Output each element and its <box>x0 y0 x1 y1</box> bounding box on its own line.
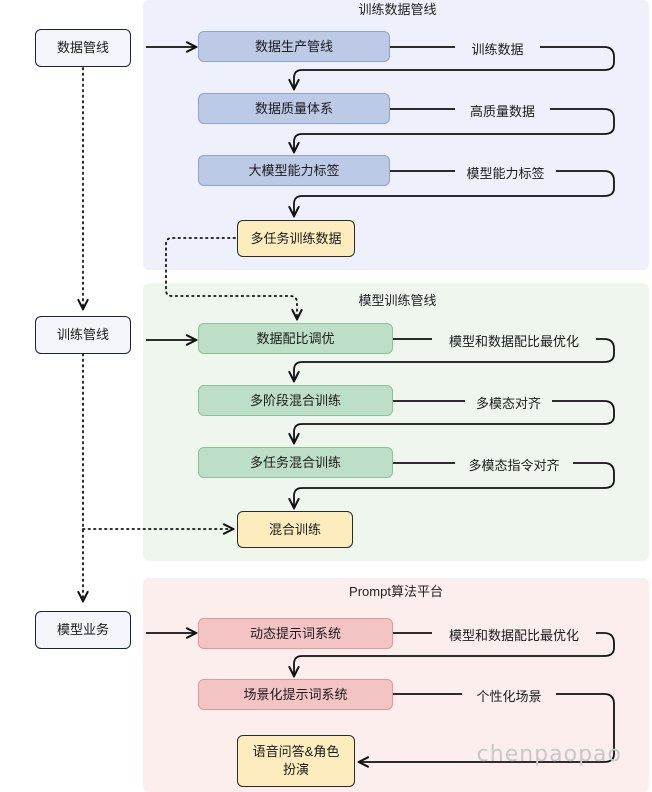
label-capability-tags: 模型能力标签 <box>466 166 545 181</box>
node-scenario-prompt: 场景化提示词系统 <box>198 679 393 710</box>
label-training-data: 训练数据 <box>471 42 524 57</box>
node-multistage-training: 多阶段混合训练 <box>198 385 393 416</box>
label-multimodal-instruction: 多模态指令对齐 <box>468 458 560 473</box>
side-data-pipeline: 数据管线 <box>35 29 131 67</box>
side-train-pipeline: 训练管线 <box>35 316 131 354</box>
node-data-ratio-tuning: 数据配比调优 <box>198 323 393 354</box>
node-data-production: 数据生产管线 <box>198 31 390 62</box>
node-dynamic-prompt: 动态提示词系统 <box>198 618 393 649</box>
label-personalized-scenario: 个性化场景 <box>476 689 542 704</box>
data-pipeline-title: 训练数据管线 <box>358 2 437 17</box>
watermark: chenpaopao <box>476 742 622 767</box>
node-voice-qa-roleplay: 语音问答&角色 扮演 <box>237 735 355 787</box>
label-multimodal-alignment: 多模态对齐 <box>475 396 541 411</box>
label-high-quality-data: 高质量数据 <box>469 104 535 119</box>
side-model-business: 模型业务 <box>35 611 131 649</box>
node-multitask-data: 多任务训练数据 <box>237 220 355 257</box>
label-prompt-ratio-optimization: 模型和数据配比最优化 <box>448 628 579 643</box>
node-data-quality: 数据质量体系 <box>198 93 390 124</box>
train-pipeline-title: 模型训练管线 <box>358 293 437 308</box>
node-mixed-training: 混合训练 <box>237 511 353 548</box>
node-capability-tags: 大模型能力标签 <box>198 155 390 186</box>
label-ratio-optimization: 模型和数据配比最优化 <box>448 334 579 349</box>
prompt-platform-title: Prompt算法平台 <box>349 584 443 599</box>
node-multitask-training: 多任务混合训练 <box>198 447 393 478</box>
